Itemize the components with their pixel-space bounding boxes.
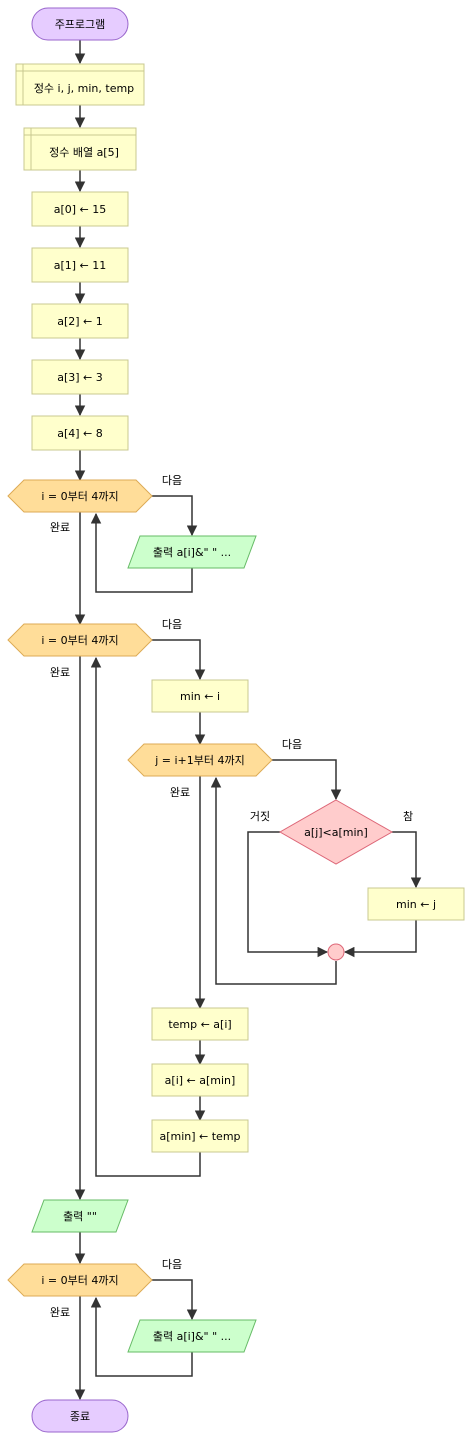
loop1-next-label: 다음 — [162, 474, 182, 487]
inner-next-label: 다음 — [282, 738, 302, 751]
assign-a3-node[interactable]: a[3] ← 3 — [31, 359, 129, 395]
assign-temp-node[interactable]: temp ← a[i] — [151, 1007, 249, 1041]
output-blank-label: 출력 "" — [63, 1210, 97, 1223]
assign-a2-node[interactable]: a[2] ← 1 — [31, 303, 129, 339]
assign-a1-label: a[1] ← 11 — [54, 259, 107, 272]
edge-cond-false — [247, 831, 329, 958]
assign-a4-node[interactable]: a[4] ← 8 — [31, 415, 129, 451]
loop2-node[interactable]: i = 0부터 4까지 — [7, 623, 153, 657]
assign-a2-label: a[2] ← 1 — [57, 315, 103, 328]
edge-loop2-back — [90, 656, 201, 1177]
assign-a3-label: a[3] ← 3 — [57, 371, 103, 384]
loop2-next-label: 다음 — [162, 618, 182, 631]
assign-min-label: min ← i — [180, 690, 220, 703]
output-blank-node[interactable]: 출력 "" — [31, 1199, 129, 1233]
cond-true-label: 참 — [403, 810, 413, 823]
declare-vars-label: 정수 i, j, min, temp — [34, 82, 134, 95]
assign-temp-label: temp ← a[i] — [168, 1018, 231, 1031]
loop2-label: i = 0부터 4까지 — [41, 634, 118, 647]
edge-loop3-next — [152, 1279, 198, 1321]
assign-min-j-node[interactable]: min ← j — [367, 887, 465, 921]
loop3-node[interactable]: i = 0부터 4까지 — [7, 1263, 153, 1297]
loop-inner-node[interactable]: j = i+1부터 4까지 — [127, 743, 273, 777]
assign-a0-label: a[0] ← 15 — [54, 203, 107, 216]
inner-done-label: 완료 — [170, 786, 190, 799]
declare-array-node[interactable]: 정수 배열 a[5] — [23, 127, 137, 171]
assign-a4-label: a[4] ← 8 — [57, 427, 103, 440]
start-terminal[interactable]: 주프로그램 — [31, 7, 129, 41]
assign-min-node[interactable]: min ← i — [151, 679, 249, 713]
loop3-label: i = 0부터 4까지 — [41, 1274, 118, 1287]
output3-node[interactable]: 출력 a[i]&" " ... — [127, 1319, 257, 1353]
assign-amin-node[interactable]: a[min] ← temp — [151, 1119, 249, 1153]
assign-ai-node[interactable]: a[i] ← a[min] — [151, 1063, 249, 1097]
declare-array-label: 정수 배열 a[5] — [49, 146, 119, 159]
end-label: 종료 — [70, 1410, 90, 1423]
edge-loop3-back — [90, 1296, 193, 1377]
assign-a0-node[interactable]: a[0] ← 15 — [31, 191, 129, 227]
assign-min-j-label: min ← j — [396, 898, 436, 911]
edge-inner-back — [210, 776, 337, 985]
edge-loop2-next — [152, 639, 206, 681]
edge-loop1-back — [90, 512, 193, 593]
output1-node[interactable]: 출력 a[i]&" " ... — [127, 535, 257, 569]
loop1-done-label: 완료 — [50, 521, 70, 534]
edge-inner-next — [272, 759, 342, 801]
assign-amin-label: a[min] ← temp — [159, 1130, 240, 1143]
loop3-next-label: 다음 — [162, 1258, 182, 1271]
assign-a1-node[interactable]: a[1] ← 11 — [31, 247, 129, 283]
cond-false-label: 거짓 — [250, 810, 270, 823]
output1-label: 출력 a[i]&" " ... — [153, 546, 231, 559]
declare-vars-node[interactable]: 정수 i, j, min, temp — [15, 63, 145, 106]
edge-cond-true — [392, 831, 422, 889]
condition-label: a[j]<a[min] — [304, 826, 368, 839]
loop1-label: i = 0부터 4까지 — [41, 490, 118, 503]
loop-inner-label: j = i+1부터 4까지 — [154, 754, 245, 767]
loop1-node[interactable]: i = 0부터 4까지 — [7, 479, 153, 513]
loop2-done-label: 완료 — [50, 666, 70, 679]
start-label: 주프로그램 — [55, 18, 106, 31]
merge-connector — [327, 943, 345, 961]
condition-node[interactable]: a[j]<a[min] — [278, 799, 394, 865]
assign-ai-label: a[i] ← a[min] — [165, 1074, 236, 1087]
edges — [74, 40, 422, 1401]
edge-minj-to-merge — [343, 920, 417, 958]
edge-loop1-next — [152, 495, 198, 537]
output3-label: 출력 a[i]&" " ... — [153, 1330, 231, 1343]
edge-labels: 다음 완료 다음 완료 다음 완료 참 거짓 다음 완료 — [50, 474, 413, 1319]
loop3-done-label: 완료 — [50, 1306, 70, 1319]
end-terminal[interactable]: 종료 — [31, 1399, 129, 1433]
